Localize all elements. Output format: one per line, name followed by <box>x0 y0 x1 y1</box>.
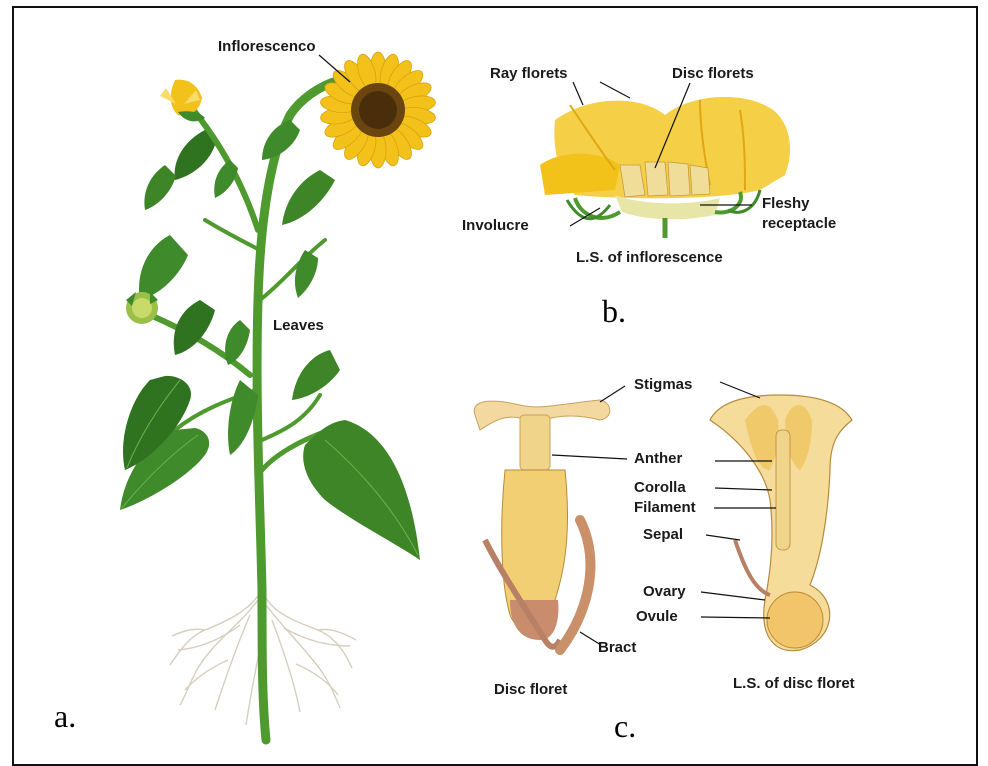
panel-label-a: a. <box>54 700 76 732</box>
label-ovule: Ovule <box>636 609 678 626</box>
plant-drawing <box>120 52 437 740</box>
flower-bud-top <box>160 80 205 122</box>
flower-bud-side <box>126 292 158 324</box>
label-inflorescence: Infloresсenco <box>218 39 316 56</box>
caption-ls-disc-floret: L.S. of disc floret <box>733 676 855 693</box>
disc-floret-drawing <box>474 400 610 650</box>
label-leaves: Leaves <box>273 318 324 335</box>
label-corolla: Corolla <box>634 480 686 497</box>
label-ray-florets: Ray florets <box>490 66 568 83</box>
caption-disc-floret: Disc floret <box>494 682 567 699</box>
label-involucre: Involucre <box>462 218 529 235</box>
label-stigmas: Stigmas <box>634 377 692 394</box>
panel-label-b: b. <box>602 295 626 327</box>
label-fleshy: Fleshy <box>762 196 810 213</box>
panel-label-c: c. <box>614 710 636 742</box>
label-sepal: Sepal <box>643 527 683 544</box>
caption-ls-inflorescence: L.S. of inflorescence <box>576 250 723 267</box>
sunflower-head <box>319 52 436 168</box>
label-ovary: Ovary <box>643 584 686 601</box>
label-anther: Anther <box>634 451 682 468</box>
label-filament: Filament <box>634 500 696 517</box>
label-bract: Bract <box>598 640 636 657</box>
label-receptacle: receptacle <box>762 216 836 233</box>
ls-disc-floret-drawing <box>710 395 852 651</box>
inflorescence-section-drawing <box>540 97 790 238</box>
label-disc-florets: Disc florets <box>672 66 754 83</box>
